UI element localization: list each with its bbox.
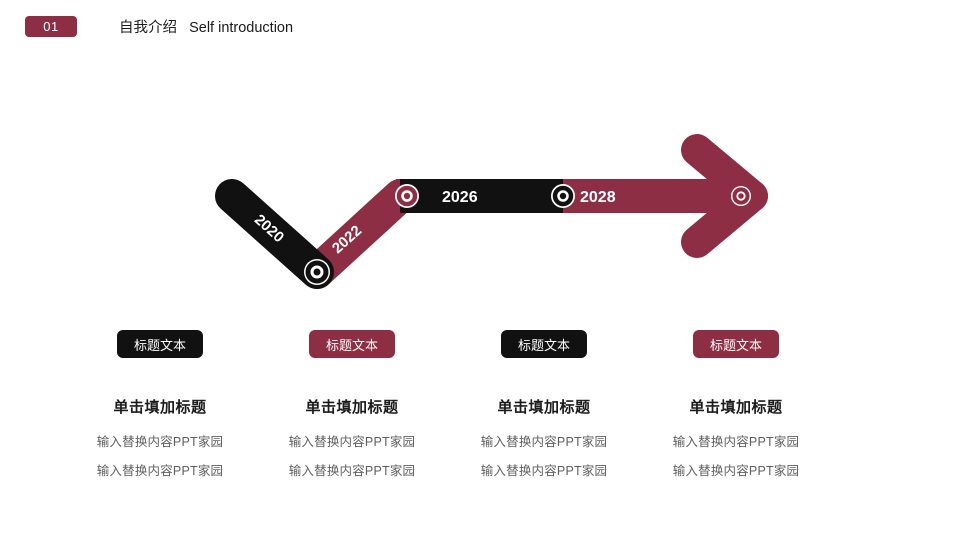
section-number-badge: 01 — [25, 15, 77, 37]
page-title: 自我介绍 Self introduction — [119, 19, 294, 36]
column-2: 标题文本 单击填加标题 输入替换内容PPT家园 输入替换内容PPT家园 — [256, 330, 448, 479]
columns-row: 标题文本 单击填加标题 输入替换内容PPT家园 输入替换内容PPT家园 标题文本… — [0, 330, 960, 479]
column-title-4: 单击填加标题 — [689, 399, 783, 416]
column-pill-1[interactable]: 标题文本 — [117, 330, 203, 358]
column-pill-2[interactable]: 标题文本 — [309, 330, 395, 358]
column-title-3: 单击填加标题 — [497, 399, 591, 416]
timeline-year-2026: 2026 — [442, 189, 478, 206]
timeline-year-2028: 2028 — [580, 189, 616, 206]
timeline-graphic: 2022 2020 2026 2028 — [0, 110, 960, 310]
timeline-segment-2026[interactable]: 2026 — [400, 179, 563, 213]
column-line-1-1: 输入替换内容PPT家园 — [96, 435, 224, 449]
marker-arrow-tip[interactable] — [731, 186, 751, 206]
column-line-4-2: 输入替换内容PPT家园 — [672, 464, 800, 478]
column-line-3-2: 输入替换内容PPT家园 — [480, 464, 608, 478]
column-line-3-1: 输入替换内容PPT家园 — [480, 435, 608, 449]
column-line-1-2: 输入替换内容PPT家园 — [96, 464, 224, 478]
column-line-4-1: 输入替换内容PPT家园 — [672, 435, 800, 449]
timeline-segment-2020[interactable]: 2020 — [215, 179, 334, 289]
column-pill-3[interactable]: 标题文本 — [501, 330, 587, 358]
slide-header: 01 自我介绍 Self introduction — [0, 0, 960, 52]
column-pill-4[interactable]: 标题文本 — [693, 330, 779, 358]
column-4: 标题文本 单击填加标题 输入替换内容PPT家园 输入替换内容PPT家园 — [640, 330, 832, 479]
column-1: 标题文本 单击填加标题 输入替换内容PPT家园 输入替换内容PPT家园 — [64, 330, 256, 479]
column-title-2: 单击填加标题 — [305, 399, 399, 416]
column-line-2-2: 输入替换内容PPT家园 — [288, 464, 416, 478]
column-3: 标题文本 单击填加标题 输入替换内容PPT家园 输入替换内容PPT家园 — [448, 330, 640, 479]
column-line-2-1: 输入替换内容PPT家园 — [288, 435, 416, 449]
timeline-segment-2028[interactable]: 2028 — [580, 189, 616, 206]
column-title-1: 单击填加标题 — [113, 399, 207, 416]
marker-2028[interactable] — [551, 184, 575, 208]
marker-v-vertex[interactable] — [304, 259, 330, 285]
marker-2026[interactable] — [395, 184, 419, 208]
